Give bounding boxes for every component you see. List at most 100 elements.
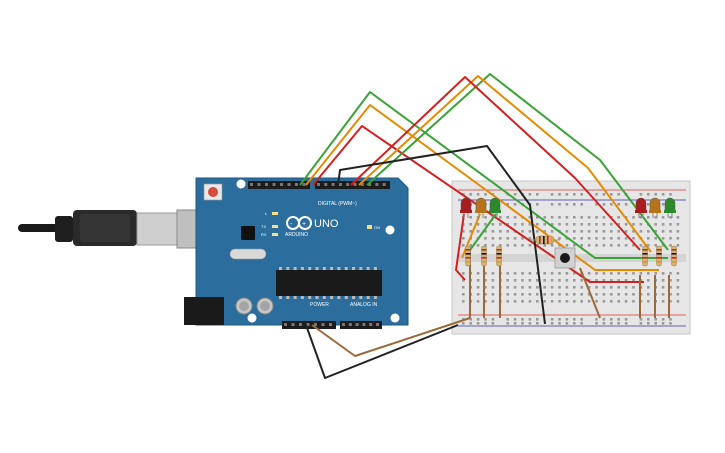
breadboard-hole[interactable] [521, 230, 524, 233]
breadboard-hole[interactable] [669, 223, 672, 226]
breadboard-hole[interactable] [661, 223, 665, 226]
breadboard-hole[interactable] [506, 244, 509, 247]
rail-hole[interactable] [462, 322, 465, 325]
breadboard-hole[interactable] [513, 216, 517, 219]
breadboard-hole[interactable] [676, 237, 680, 240]
breadboard-hole[interactable] [595, 300, 598, 303]
breadboard-hole[interactable] [595, 272, 598, 275]
rail-hole[interactable] [654, 193, 657, 196]
jumper-wire[interactable] [366, 73, 669, 251]
arduino-uno-board[interactable]: DIGITAL (PWM~) L TX RX ON - + UNO ARDUIN… [184, 177, 409, 329]
rail-hole[interactable] [661, 203, 665, 206]
rail-hole[interactable] [565, 318, 569, 321]
breadboard-hole[interactable] [513, 293, 517, 296]
breadboard-hole[interactable] [513, 237, 517, 240]
header-pin[interactable] [346, 183, 350, 186]
breadboard-hole[interactable] [513, 300, 517, 303]
rail-hole[interactable] [602, 322, 606, 325]
rail-hole[interactable] [602, 193, 606, 196]
rail-hole[interactable] [580, 322, 583, 325]
header-pin[interactable] [291, 323, 295, 326]
breadboard-hole[interactable] [632, 286, 635, 289]
breadboard-hole[interactable] [491, 286, 495, 289]
breadboard-hole[interactable] [661, 286, 665, 289]
breadboard-hole[interactable] [676, 293, 680, 296]
breadboard-hole[interactable] [669, 216, 672, 219]
breadboard-hole[interactable] [647, 286, 650, 289]
jumper-wire[interactable] [455, 213, 466, 281]
digital-header[interactable] [248, 181, 390, 189]
breadboard-hole[interactable] [617, 300, 620, 303]
breadboard-hole[interactable] [654, 244, 657, 247]
breadboard-hole[interactable] [565, 286, 569, 289]
breadboard-hole[interactable] [565, 272, 569, 275]
breadboard-hole[interactable] [476, 293, 480, 296]
rail-hole[interactable] [669, 318, 672, 321]
breadboard-hole[interactable] [654, 237, 657, 240]
breadboard-hole[interactable] [610, 286, 613, 289]
rail-hole[interactable] [647, 193, 650, 196]
breadboard-hole[interactable] [462, 300, 465, 303]
rail-hole[interactable] [528, 322, 532, 325]
breadboard-hole[interactable] [491, 279, 495, 282]
breadboard-hole[interactable] [573, 272, 576, 275]
breadboard-hole[interactable] [602, 293, 606, 296]
breadboard-hole[interactable] [499, 216, 502, 219]
breadboard-hole[interactable] [624, 293, 628, 296]
rail-hole[interactable] [610, 203, 613, 206]
green-led[interactable] [664, 197, 676, 218]
breadboard-hole[interactable] [624, 244, 628, 247]
rail-hole[interactable] [639, 318, 643, 321]
header-pin[interactable] [375, 183, 379, 186]
analog-header[interactable] [340, 321, 382, 329]
breadboard-hole[interactable] [669, 293, 672, 296]
breadboard-hole[interactable] [617, 286, 620, 289]
header-pin[interactable] [287, 183, 291, 186]
breadboard-hole[interactable] [661, 237, 665, 240]
breadboard-hole[interactable] [462, 293, 465, 296]
rail-hole[interactable] [654, 318, 657, 321]
breadboard-hole[interactable] [476, 272, 480, 275]
breadboard-hole[interactable] [536, 272, 539, 275]
breadboard-hole[interactable] [669, 244, 672, 247]
rail-hole[interactable] [484, 318, 487, 321]
breadboard-hole[interactable] [543, 279, 546, 282]
breadboard-hole[interactable] [639, 230, 643, 233]
breadboard-hole[interactable] [669, 272, 672, 275]
breadboard-hole[interactable] [573, 286, 576, 289]
header-pin[interactable] [382, 183, 386, 186]
rail-hole[interactable] [536, 193, 539, 196]
breadboard-hole[interactable] [506, 237, 509, 240]
breadboard-hole[interactable] [491, 272, 495, 275]
breadboard-hole[interactable] [484, 230, 487, 233]
breadboard-hole[interactable] [602, 237, 606, 240]
rail-hole[interactable] [654, 322, 657, 325]
breadboard-hole[interactable] [587, 223, 591, 226]
breadboard-hole[interactable] [602, 244, 606, 247]
header-pin[interactable] [324, 183, 328, 186]
header-pin[interactable] [348, 323, 352, 326]
breadboard-hole[interactable] [521, 272, 524, 275]
header-pin[interactable] [302, 183, 306, 186]
header-pin[interactable] [362, 323, 366, 326]
breadboard-hole[interactable] [484, 237, 487, 240]
rail-hole[interactable] [476, 193, 480, 196]
rail-hole[interactable] [617, 193, 620, 196]
breadboard-hole[interactable] [587, 286, 591, 289]
breadboard-hole[interactable] [639, 272, 643, 275]
breadboard-hole[interactable] [624, 279, 628, 282]
breadboard-hole[interactable] [610, 293, 613, 296]
rail-hole[interactable] [558, 322, 561, 325]
breadboard-hole[interactable] [491, 300, 495, 303]
rail-hole[interactable] [639, 322, 643, 325]
header-pin[interactable] [331, 183, 335, 186]
breadboard-hole[interactable] [610, 223, 613, 226]
breadboard-hole[interactable] [565, 279, 569, 282]
header-pin[interactable] [284, 323, 287, 326]
breadboard-hole[interactable] [484, 300, 487, 303]
rail-hole[interactable] [558, 203, 561, 206]
breadboard-hole[interactable] [550, 279, 554, 282]
breadboard-hole[interactable] [513, 272, 517, 275]
breadboard-hole[interactable] [469, 223, 472, 226]
breadboard-hole[interactable] [528, 237, 532, 240]
